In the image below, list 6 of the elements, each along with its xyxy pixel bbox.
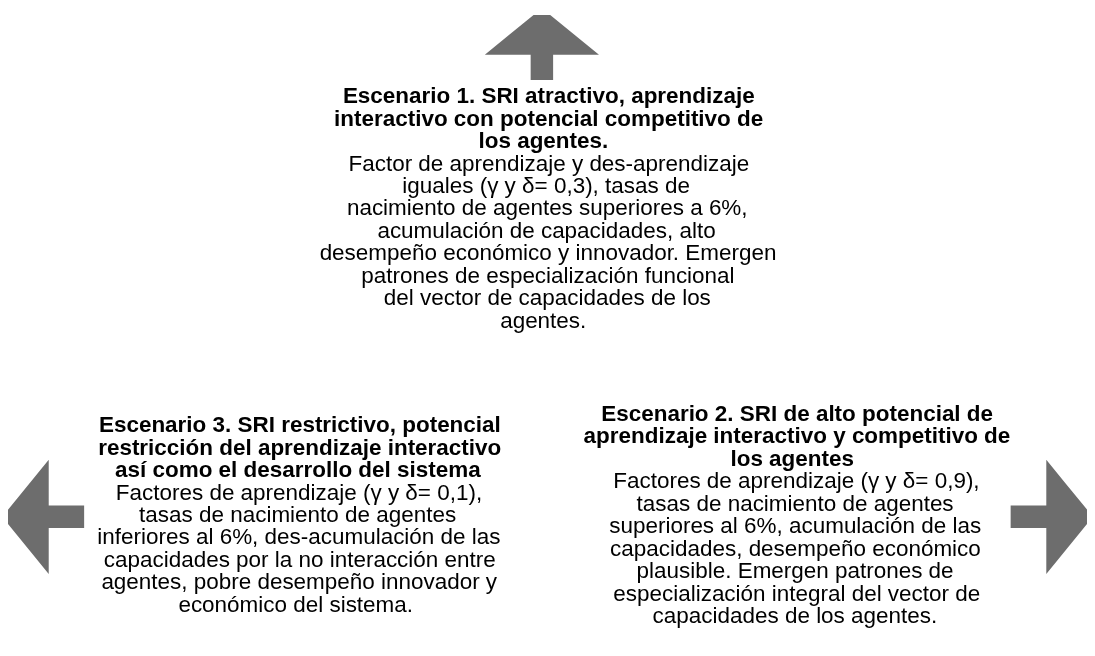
arrow [1010, 459, 1087, 574]
arrow [484, 14, 599, 80]
node-text: Escenario 2. SRI de alto potencial de aprendizaje interactivo y competitivo de los agentes Factores de aprendizaje (γ y δ= 0,9), tasas de nacimiento de agentes superiores al 6%, acumulación de las capacidades, desempeño económico plausible. Emergen patrones de especialización integral del vector de capacidades de los agentes. [583, 400, 1011, 628]
arrow [8, 459, 85, 574]
node-text: Escenario 3. SRI restrictivo, potencial restricción del aprendizaje interactivo así como el desarrollo del sistema Factores de aprendizaje (γ y δ= 0,1), tasas de nacimiento de agentes inferiores al 6%, des-acumulación de las capacidades por la no interacción entre agentes, pobre desempeño innovador y económico del sistema. [97, 411, 502, 617]
node-text: Escenario 1. SRI atractivo, aprendizaje interactivo con potencial competitivo de los agentes. Factor de aprendizaje y des-aprendizaje iguales (γ y δ= 0,3), tasas de nacimiento de agentes superiores a 6%, acumulación de capacidades, alto desempeño económico y innovador. Emergen patrones de especialización funcional del vector de capacidades de los agentes. [319, 82, 777, 333]
